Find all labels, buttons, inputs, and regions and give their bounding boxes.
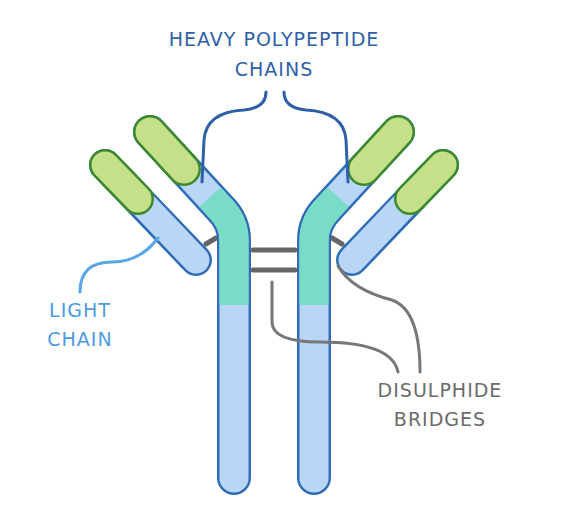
leader-line bbox=[338, 266, 420, 372]
light-chain-variable-outline bbox=[105, 165, 138, 199]
heavy-chain-variable-outline bbox=[364, 132, 398, 169]
leader-line bbox=[202, 92, 266, 182]
heavy-chain-label: HEAVY POLYPEPTIDE CHAINS bbox=[134, 24, 414, 85]
heavy-chain bbox=[314, 132, 398, 478]
heavy-chain-variable bbox=[150, 132, 184, 169]
heavy-chain bbox=[150, 132, 234, 478]
light-chain-label: LIGHT CHAIN bbox=[30, 296, 130, 355]
disulphide-bridge bbox=[253, 248, 295, 253]
heavy-chain-variable bbox=[364, 132, 398, 169]
light-chain-variable bbox=[105, 165, 138, 199]
leader-line bbox=[80, 238, 158, 292]
disulphide-label: DISULPHIDE BRIDGES bbox=[350, 376, 530, 433]
heavy-chain-outline bbox=[314, 132, 398, 478]
light-chain-variable-outline bbox=[410, 165, 443, 199]
heavy-chain-outline bbox=[150, 132, 234, 478]
leader-line bbox=[284, 92, 348, 182]
disulphide-bridge bbox=[253, 268, 295, 273]
heavy-chain-hinge bbox=[314, 197, 338, 305]
disulphide-bridge bbox=[332, 238, 342, 244]
light-chain-variable bbox=[410, 165, 443, 199]
heavy-chain-hinge bbox=[210, 197, 234, 305]
heavy-chain-variable-outline bbox=[150, 132, 184, 169]
disulphide-bridge bbox=[206, 238, 216, 244]
